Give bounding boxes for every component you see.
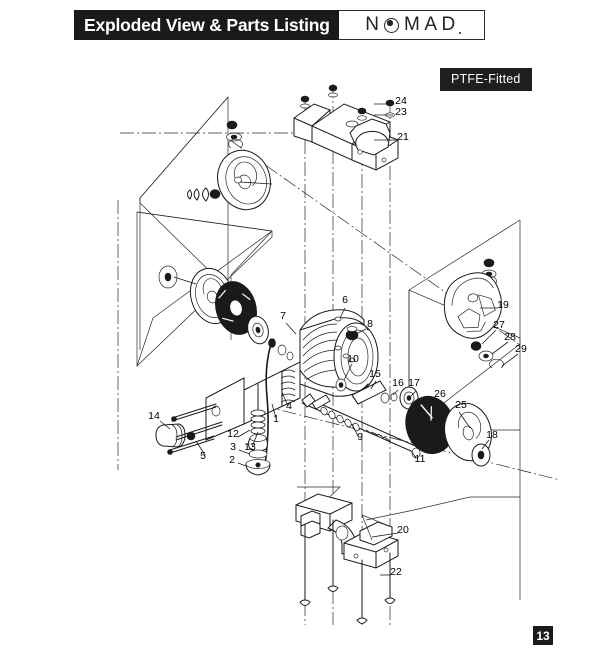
page-header: Exploded View & Parts Listing N M A D (74, 10, 485, 40)
callout-22: 22 (390, 566, 402, 578)
callout-10: 10 (347, 353, 359, 365)
part-19-housing (443, 258, 504, 369)
part-6-8-fasteners (334, 316, 359, 392)
logo-letter-m: M (403, 14, 425, 35)
callout-29: 29 (515, 343, 527, 355)
callout-7: 7 (280, 310, 286, 322)
callout-25: 25 (455, 399, 467, 411)
callout-27: 27 (493, 319, 505, 331)
callout-16: 16 (392, 377, 404, 389)
section-line-diagonal-2 (239, 399, 561, 481)
part-valve-stack (245, 409, 271, 476)
callout-12: 12 (227, 428, 239, 440)
callout-17: 17 (408, 377, 420, 389)
page-title: Exploded View & Parts Listing (74, 10, 339, 40)
nomad-logo-text: N M A D (361, 14, 462, 36)
fasteners-top (300, 84, 395, 121)
callout-15: 15 (369, 368, 381, 380)
logo-letter-a: A (424, 14, 442, 35)
leader-lines (159, 103, 519, 576)
callout-21: 21 (397, 131, 409, 143)
callout-2: 2 (229, 454, 235, 466)
part-5-rods (167, 403, 223, 455)
part-18-washer (471, 443, 491, 467)
logo-letter-n: N (365, 14, 384, 35)
callout-28: 28 (504, 331, 516, 343)
part-upper-left-diaphragm (187, 120, 271, 211)
part-22-long-bolts (299, 519, 396, 624)
callout-24: 24 (395, 95, 407, 107)
callout-13: 13 (244, 441, 256, 453)
callout-11: 11 (415, 453, 426, 465)
callout-14: 14 (148, 410, 160, 422)
callout-4: 4 (286, 400, 292, 412)
nomad-logo: N M A D (338, 10, 485, 40)
part-15-shaft (351, 380, 419, 410)
callout-8: 8 (367, 318, 373, 330)
callout-19: 19 (497, 299, 509, 311)
plane-edge (230, 230, 273, 276)
part-bottom-manifold (295, 493, 399, 569)
logo-moon-icon (384, 17, 400, 33)
page-number-badge: 13 (533, 626, 553, 645)
callout-3: 3 (230, 441, 236, 453)
ptfe-fitted-badge: PTFE-Fitted (440, 68, 532, 91)
callout-20: 20 (397, 524, 409, 536)
callout-6: 6 (342, 294, 348, 306)
callout-5: 5 (200, 450, 206, 462)
part-21-top-bracket (293, 103, 399, 171)
logo-letter-d: D (441, 14, 460, 35)
logo-period-icon (458, 31, 462, 34)
part-mid-left-diaphragm-stack (158, 265, 294, 361)
callout-9: 9 (357, 431, 363, 443)
callout-23: 23 (395, 106, 407, 118)
callout-1: 1 (273, 413, 279, 425)
callout-26: 26 (434, 388, 446, 400)
callout-18: 18 (486, 429, 498, 441)
